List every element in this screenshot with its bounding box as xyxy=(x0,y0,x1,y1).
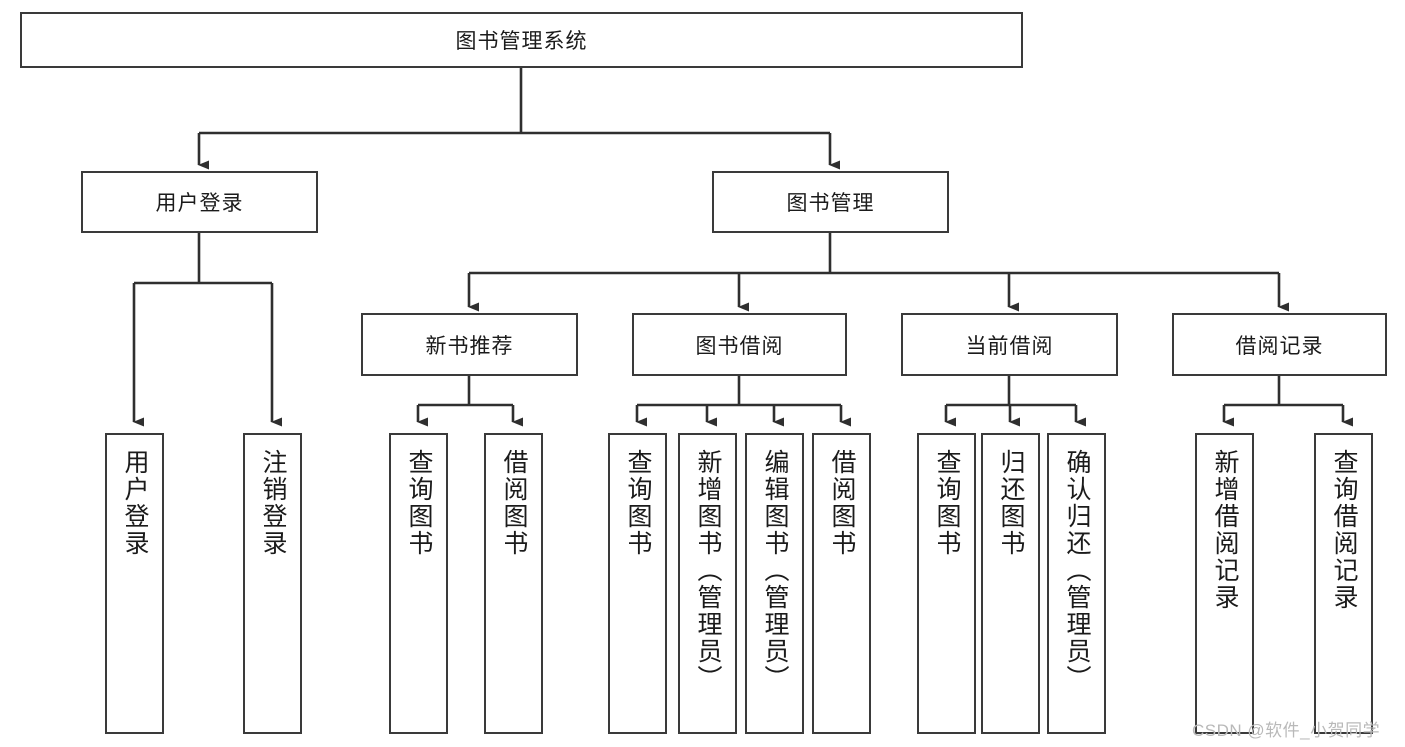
node-leaf-confirm-return-label: 确认归还（管理员） xyxy=(1063,449,1091,692)
node-leaf-add-book[interactable]: 新增图书（管理员） xyxy=(678,433,737,734)
node-leaf-query-book-1[interactable]: 查询图书 xyxy=(389,433,448,734)
node-leaf-query-book-2[interactable]: 查询图书 xyxy=(608,433,667,734)
node-user-login[interactable]: 用户登录 xyxy=(81,171,318,233)
node-book-management[interactable]: 图书管理 xyxy=(712,171,949,233)
node-book-management-label: 图书管理 xyxy=(786,192,875,215)
node-leaf-edit-book[interactable]: 编辑图书（管理员） xyxy=(745,433,804,734)
node-leaf-confirm-return[interactable]: 确认归还（管理员） xyxy=(1047,433,1106,734)
node-root[interactable]: 图书管理系统 xyxy=(20,12,1023,68)
node-borrow-record[interactable]: 借阅记录 xyxy=(1172,313,1387,376)
node-leaf-borrow-book-1[interactable]: 借阅图书 xyxy=(484,433,543,734)
node-book-borrow[interactable]: 图书借阅 xyxy=(632,313,847,376)
node-leaf-borrow-book-2[interactable]: 借阅图书 xyxy=(812,433,871,734)
node-new-book-recommend[interactable]: 新书推荐 xyxy=(361,313,578,376)
node-leaf-add-record-label: 新增借阅记录 xyxy=(1211,449,1239,611)
node-leaf-return-book[interactable]: 归还图书 xyxy=(981,433,1040,734)
node-leaf-borrow-book-2-label: 借阅图书 xyxy=(828,449,856,557)
node-new-book-recommend-label: 新书推荐 xyxy=(425,334,514,358)
node-current-borrow[interactable]: 当前借阅 xyxy=(901,313,1118,376)
node-leaf-query-book-3[interactable]: 查询图书 xyxy=(917,433,976,734)
node-leaf-borrow-book-1-label: 借阅图书 xyxy=(500,449,528,557)
node-leaf-add-record[interactable]: 新增借阅记录 xyxy=(1195,433,1254,734)
node-user-login-label: 用户登录 xyxy=(155,192,244,215)
node-leaf-return-book-label: 归还图书 xyxy=(997,449,1025,557)
node-leaf-query-record-label: 查询借阅记录 xyxy=(1330,449,1358,611)
node-root-label: 图书管理系统 xyxy=(455,30,588,53)
csdn-watermark: CSDN @软件_小贺同学 xyxy=(1192,721,1381,740)
node-leaf-user-logout[interactable]: 注销登录 xyxy=(243,433,302,734)
node-leaf-user-login-label: 用户登录 xyxy=(121,449,149,557)
node-leaf-user-login[interactable]: 用户登录 xyxy=(105,433,164,734)
node-leaf-query-record[interactable]: 查询借阅记录 xyxy=(1314,433,1373,734)
node-leaf-user-logout-label: 注销登录 xyxy=(259,449,287,557)
node-leaf-add-book-label: 新增图书（管理员） xyxy=(694,449,722,692)
node-book-borrow-label: 图书借阅 xyxy=(695,334,784,358)
node-borrow-record-label: 借阅记录 xyxy=(1235,334,1324,358)
node-current-borrow-label: 当前借阅 xyxy=(965,334,1054,358)
node-leaf-query-book-1-label: 查询图书 xyxy=(405,449,433,557)
node-leaf-edit-book-label: 编辑图书（管理员） xyxy=(761,449,789,692)
node-leaf-query-book-3-label: 查询图书 xyxy=(933,449,961,557)
node-leaf-query-book-2-label: 查询图书 xyxy=(624,449,652,557)
